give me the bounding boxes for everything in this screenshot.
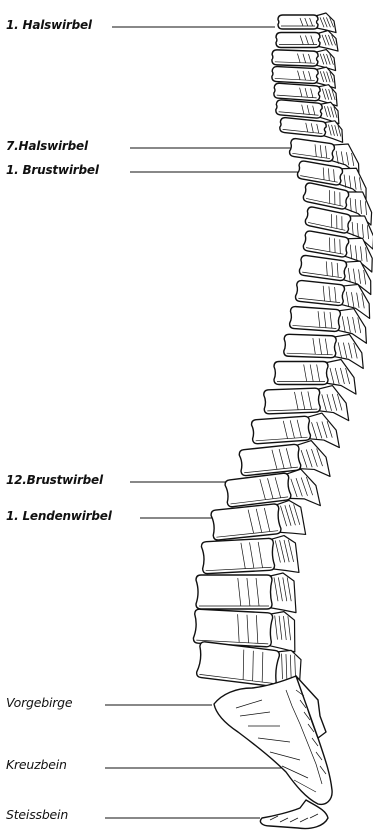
vertebra-15 [289,306,340,331]
vertebral-body [279,117,326,137]
vertebra-20 [239,444,301,476]
vertebra-10 [303,182,350,210]
vertebral-body [305,206,352,234]
label-vorgebirge: Vorgebirge [6,696,72,710]
vertebra-6 [275,100,322,119]
vertebral-body [272,66,319,83]
vertebral-body [196,641,280,686]
vertebra-3 [272,50,318,67]
vertebra-24 [196,575,272,609]
vertebra-22 [211,504,282,541]
vertebral-body [303,230,350,257]
vertebral-body [201,538,275,574]
vertebral-body [239,444,301,476]
vertebra-4 [272,66,319,83]
label-lendenwirbel-1: 1. Lendenwirbel [6,509,112,523]
vertebra-1 [278,15,318,29]
vertebra-7 [279,117,326,137]
vertebral-body [276,33,320,48]
vertebra-23 [201,538,275,574]
label-steissbein: Steissbein [6,808,68,822]
vertebra-19 [251,416,311,444]
vertebral-body [303,182,350,210]
vertebra-26 [196,641,280,686]
vertebral-body [251,416,311,444]
label-brustwirbel-12: 12.Brustwirbel [6,473,103,487]
vertebral-body [272,50,318,67]
vertebral-body [225,473,292,508]
vertebral-body [196,575,272,609]
vertebral-body [274,83,321,101]
vertebral-body [289,306,340,331]
vertebral-body [275,100,322,119]
vertebra-21 [225,473,292,508]
vertebra-5 [274,83,321,101]
vertebral-body [278,15,318,29]
label-kreuzbein: Kreuzbein [6,758,67,772]
label-halswirbel-7: 7.Halswirbel [6,139,88,153]
label-brustwirbel-1: 1. Brustwirbel [6,163,99,177]
vertebra-12 [303,230,350,257]
vertebra-11 [305,206,352,234]
label-halswirbel-1: 1. Halswirbel [6,18,92,32]
vertebral-body [211,504,282,541]
vertebra-2 [276,33,320,48]
